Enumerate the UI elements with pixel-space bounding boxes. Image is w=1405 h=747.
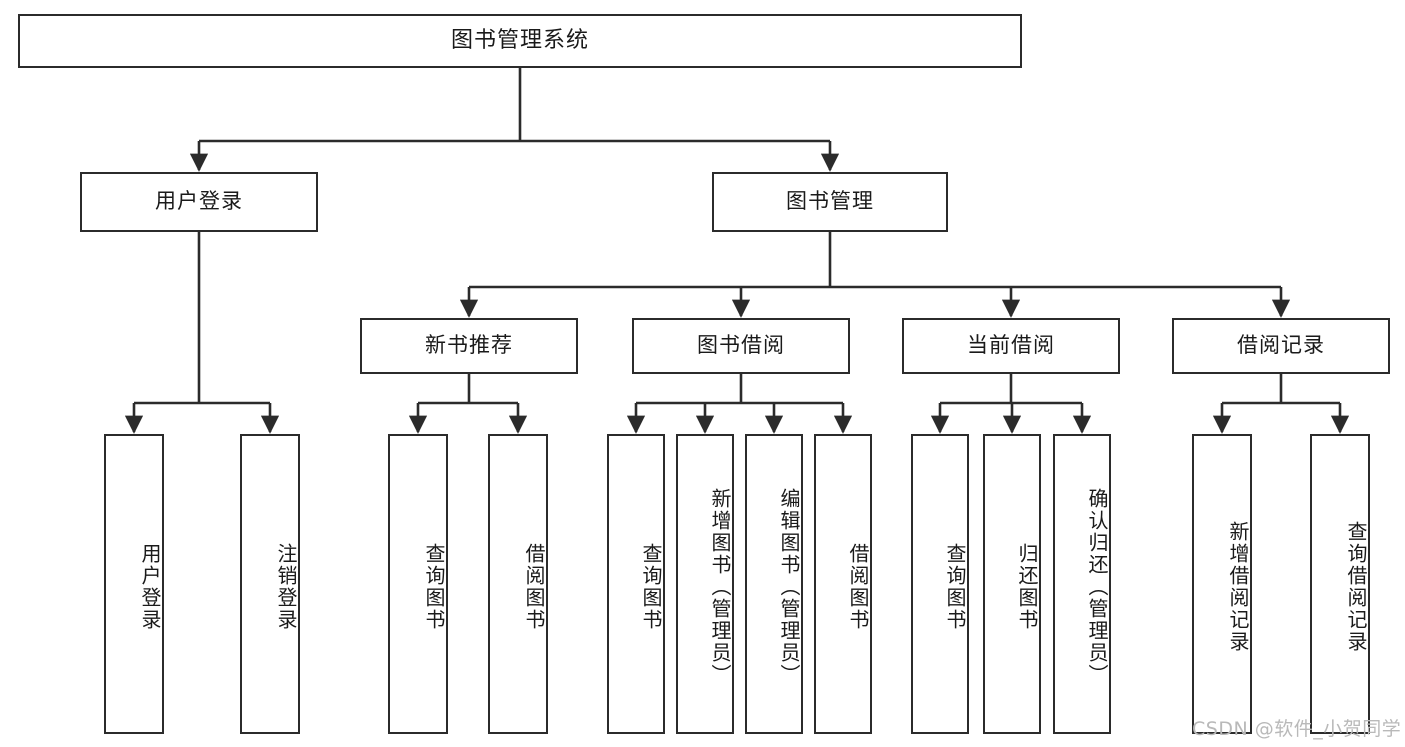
watermark-text: CSDN @软件_小贺同学	[1192, 718, 1402, 740]
node-leaf-current-confirm[interactable]: 确认归还（管理员）	[1053, 434, 1111, 734]
node-label: 用户登录	[138, 543, 162, 631]
node-leaf-borrow-edit[interactable]: 编辑图书（管理员）	[745, 434, 803, 734]
node-label: 编辑图书（管理员）	[777, 488, 801, 686]
node-root-图书管理系统[interactable]: 图书管理系统	[18, 14, 1022, 68]
node-label: 图书借阅	[697, 333, 785, 358]
node-label: 注销登录	[274, 543, 298, 631]
node-leaf-record-query[interactable]: 查询借阅记录	[1310, 434, 1370, 734]
node-label: 图书管理	[786, 189, 874, 214]
node-label: 新增借阅记录	[1226, 521, 1250, 653]
node-label: 图书管理系统	[450, 27, 589, 53]
node-label: 查询借阅记录	[1344, 521, 1368, 653]
node-leaf-borrow-lend[interactable]: 借阅图书	[814, 434, 872, 734]
node-label: 借阅图书	[846, 543, 870, 631]
node-label: 查询图书	[943, 543, 967, 631]
node-label: 当前借阅	[967, 333, 1055, 358]
node-current-borrow[interactable]: 当前借阅	[902, 318, 1120, 374]
node-label: 查询图书	[639, 543, 663, 631]
node-leaf-recommend-borrow[interactable]: 借阅图书	[488, 434, 548, 734]
node-leaf-user-logout[interactable]: 注销登录	[240, 434, 300, 734]
node-label: 确认归还（管理员）	[1085, 488, 1109, 686]
node-label: 借阅图书	[522, 543, 546, 631]
node-label: 归还图书	[1015, 543, 1039, 631]
node-label: 新书推荐	[425, 333, 513, 358]
node-label: 查询图书	[422, 543, 446, 631]
node-label: 借阅记录	[1237, 333, 1325, 358]
node-leaf-user-login[interactable]: 用户登录	[104, 434, 164, 734]
node-book-manage[interactable]: 图书管理	[712, 172, 948, 232]
node-borrow-record[interactable]: 借阅记录	[1172, 318, 1390, 374]
edge-layer	[124, 68, 1350, 434]
node-leaf-current-return[interactable]: 归还图书	[983, 434, 1041, 734]
node-user-login[interactable]: 用户登录	[80, 172, 318, 232]
node-leaf-recommend-query[interactable]: 查询图书	[388, 434, 448, 734]
node-leaf-borrow-add[interactable]: 新增图书（管理员）	[676, 434, 734, 734]
node-leaf-borrow-query[interactable]: 查询图书	[607, 434, 665, 734]
node-leaf-record-add[interactable]: 新增借阅记录	[1192, 434, 1252, 734]
node-label: 用户登录	[155, 189, 243, 214]
node-label: 新增图书（管理员）	[708, 488, 732, 686]
node-new-book-recommend[interactable]: 新书推荐	[360, 318, 578, 374]
node-book-borrow[interactable]: 图书借阅	[632, 318, 850, 374]
node-leaf-current-query[interactable]: 查询图书	[911, 434, 969, 734]
